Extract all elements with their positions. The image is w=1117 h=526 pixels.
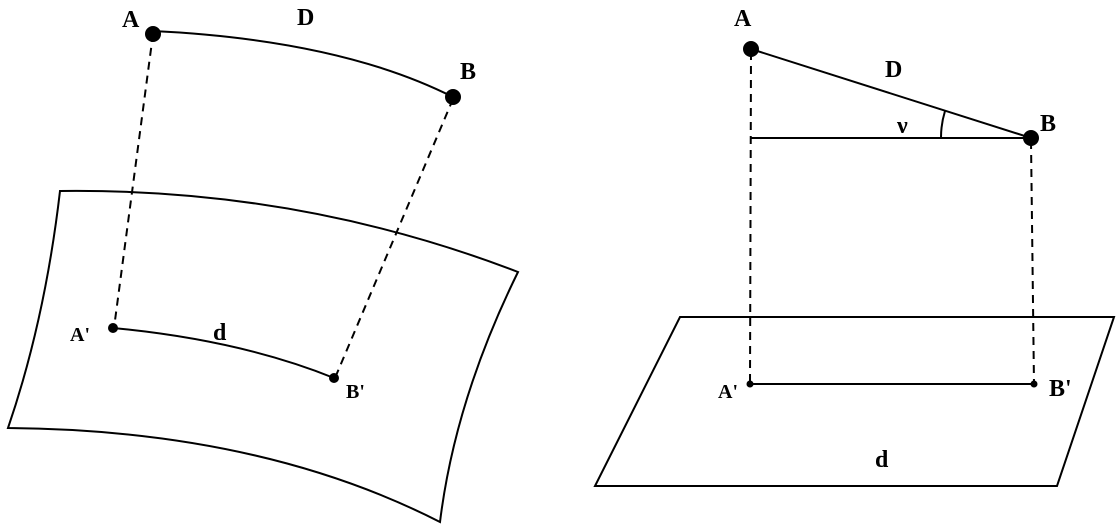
curved-surface	[6, 189, 520, 524]
arc-d	[112, 327, 335, 379]
right-points	[743, 41, 1039, 388]
left-figure	[6, 30, 520, 524]
label-B: B	[460, 59, 476, 85]
right-figure	[593, 48, 1116, 487]
label-d: d	[875, 447, 889, 473]
point-B	[1023, 130, 1039, 146]
label-A: A	[734, 6, 752, 32]
label-v: ν	[896, 113, 908, 139]
point-A	[743, 41, 759, 57]
point-B-prime	[1030, 380, 1038, 388]
left-points	[108, 26, 461, 383]
label-d: d	[213, 320, 227, 346]
arc-D	[152, 30, 454, 98]
label-B-prime: B'	[346, 381, 365, 403]
label-A-prime: A'	[718, 381, 738, 403]
label-B-prime: B'	[1049, 376, 1072, 402]
angle-arc-v	[939, 110, 946, 139]
line-D	[750, 48, 1032, 139]
label-A: A	[122, 7, 140, 33]
projection-line-B	[334, 98, 454, 379]
point-A-prime	[746, 380, 754, 388]
label-B: B	[1040, 111, 1056, 137]
point-A-prime	[108, 323, 118, 333]
flat-plane	[593, 316, 1116, 487]
label-D: D	[885, 57, 902, 83]
point-B-prime	[329, 373, 339, 383]
point-B	[445, 89, 461, 105]
point-A	[145, 26, 161, 42]
projection-line-B	[1030, 140, 1035, 385]
label-D: D	[297, 5, 314, 31]
projection-line-A	[749, 51, 752, 385]
label-A-prime: A'	[70, 324, 90, 346]
projection-line-A	[113, 33, 154, 329]
